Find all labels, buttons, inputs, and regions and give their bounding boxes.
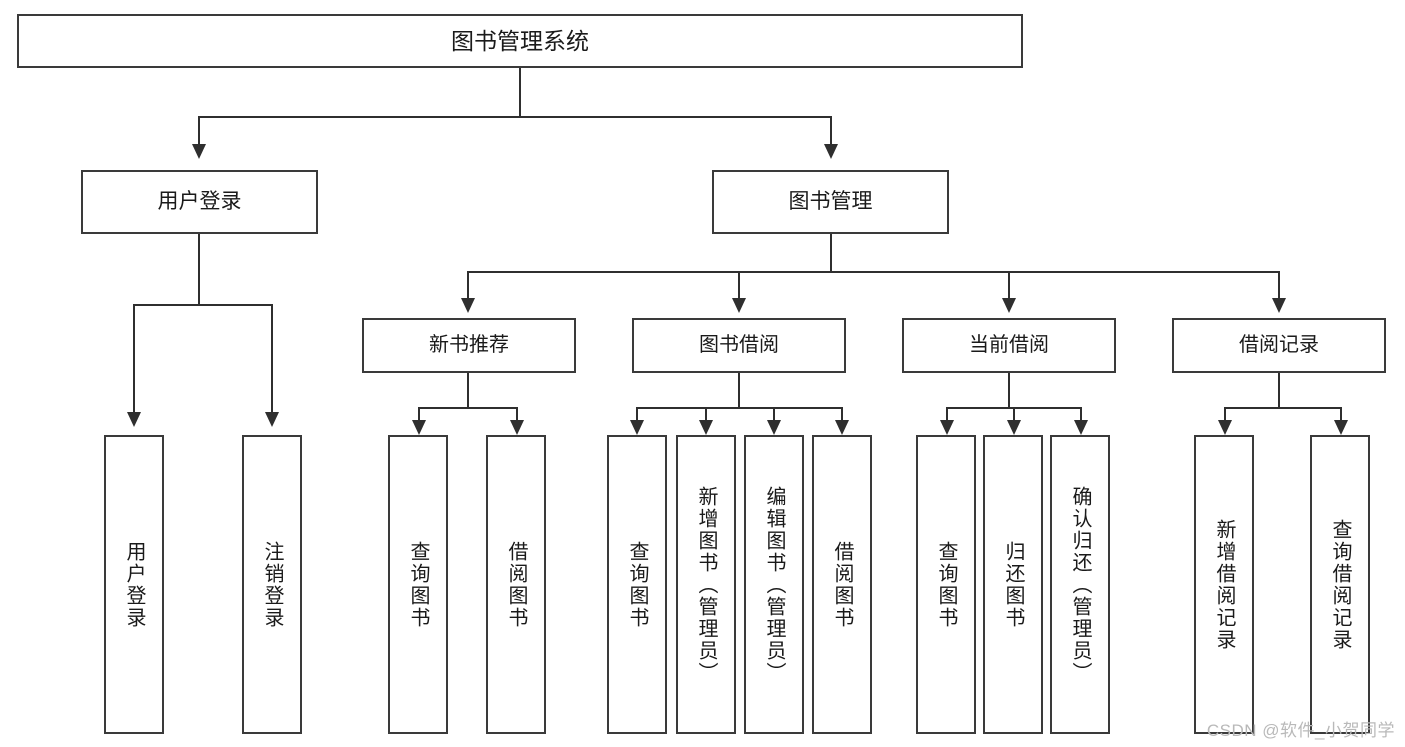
node-root-library-system[interactable]: 图书管理系统 (17, 14, 1023, 68)
node-label: 借阅图书 (505, 540, 527, 629)
leaf-borrow-record-add[interactable]: 新增借阅记录 (1194, 435, 1254, 734)
arrow-user-login-child-2 (265, 412, 279, 427)
connector-book-manage-stem (830, 234, 832, 272)
connector-root-to-user-login (198, 116, 200, 144)
node-label: 新增借阅记录 (1213, 518, 1235, 651)
node-label: 当前借阅 (969, 334, 1049, 356)
connector-book-manage-bar (467, 271, 1279, 273)
arrow-user-login-child-1 (127, 412, 141, 427)
leaf-user-login-login[interactable]: 用户登录 (104, 435, 164, 734)
connector-user-login-bar (133, 304, 272, 306)
connector-book-manage-child-1 (467, 271, 469, 298)
connector-book-manage-child-2 (738, 271, 740, 298)
leaf-book-borrow-add[interactable]: 新增图书（管理员） (676, 435, 736, 734)
connector-new-book-stem (467, 373, 469, 408)
connector-borrow-record-child-2 (1340, 407, 1342, 420)
connector-root-to-book-manage (830, 116, 832, 144)
leaf-current-borrow-query[interactable]: 查询图书 (916, 435, 976, 734)
node-label: 归还图书 (1002, 540, 1024, 629)
node-user-login[interactable]: 用户登录 (81, 170, 318, 234)
leaf-book-borrow-query[interactable]: 查询图书 (607, 435, 667, 734)
leaf-new-book-borrow[interactable]: 借阅图书 (486, 435, 546, 734)
connector-current-borrow-child-1 (946, 407, 948, 420)
connector-book-manage-child-4 (1278, 271, 1280, 298)
connector-book-borrow-stem (738, 373, 740, 408)
node-label: 图书管理系统 (451, 27, 589, 54)
arrow-to-new-book-recommend (461, 298, 475, 313)
arrow-to-current-borrow (1002, 298, 1016, 313)
node-label: 借阅图书 (831, 540, 853, 629)
leaf-new-book-query[interactable]: 查询图书 (388, 435, 448, 734)
arrow-book-borrow-child-1 (630, 420, 644, 435)
node-book-management[interactable]: 图书管理 (712, 170, 949, 234)
node-label: 注销登录 (261, 540, 283, 629)
node-label: 查询借阅记录 (1329, 518, 1351, 651)
arrow-to-book-borrow (732, 298, 746, 313)
arrow-to-borrow-record (1272, 298, 1286, 313)
arrow-current-borrow-child-3 (1074, 420, 1088, 435)
arrow-book-borrow-child-2 (699, 420, 713, 435)
node-label: 编辑图书（管理员） (763, 485, 785, 684)
leaf-book-borrow-borrow[interactable]: 借阅图书 (812, 435, 872, 734)
node-label: 用户登录 (157, 189, 242, 213)
connector-borrow-record-bar (1224, 407, 1342, 409)
node-label: 新书推荐 (429, 334, 509, 356)
connector-new-book-child-1 (418, 407, 420, 420)
connector-book-borrow-child-1 (636, 407, 638, 420)
node-current-borrow[interactable]: 当前借阅 (902, 318, 1116, 373)
node-label: 用户登录 (123, 540, 145, 629)
leaf-borrow-record-query[interactable]: 查询借阅记录 (1310, 435, 1370, 734)
leaf-current-borrow-confirm-return[interactable]: 确认归还（管理员） (1050, 435, 1110, 734)
arrow-book-borrow-child-3 (767, 420, 781, 435)
connector-book-borrow-bar (636, 407, 842, 409)
leaf-book-borrow-edit[interactable]: 编辑图书（管理员） (744, 435, 804, 734)
arrow-borrow-record-child-2 (1334, 420, 1348, 435)
node-label: 确认归还（管理员） (1069, 485, 1091, 684)
arrow-to-user-login (192, 144, 206, 159)
node-label: 查询图书 (935, 540, 957, 629)
arrow-borrow-record-child-1 (1218, 420, 1232, 435)
connector-current-borrow-child-2 (1013, 407, 1015, 420)
node-label: 新增图书（管理员） (695, 485, 717, 684)
arrow-book-borrow-child-4 (835, 420, 849, 435)
connector-root-bar (198, 116, 831, 118)
node-label: 查询图书 (407, 540, 429, 629)
connector-book-borrow-child-4 (841, 407, 843, 420)
node-label: 图书借阅 (699, 334, 779, 356)
connector-book-manage-child-3 (1008, 271, 1010, 298)
connector-new-book-child-2 (516, 407, 518, 420)
node-book-borrow[interactable]: 图书借阅 (632, 318, 846, 373)
leaf-current-borrow-return[interactable]: 归还图书 (983, 435, 1043, 734)
connector-user-login-child-2 (271, 304, 273, 412)
node-borrow-record[interactable]: 借阅记录 (1172, 318, 1386, 373)
leaf-user-login-logout[interactable]: 注销登录 (242, 435, 302, 734)
arrow-new-book-child-2 (510, 420, 524, 435)
connector-borrow-record-stem (1278, 373, 1280, 408)
arrow-current-borrow-child-2 (1007, 420, 1021, 435)
connector-book-borrow-child-3 (773, 407, 775, 420)
connector-user-login-stem (198, 234, 200, 305)
arrow-current-borrow-child-1 (940, 420, 954, 435)
connector-borrow-record-child-1 (1224, 407, 1226, 420)
connector-book-borrow-child-2 (705, 407, 707, 420)
csdn-watermark: CSDN @软件_小贺同学 (1206, 721, 1395, 740)
connector-current-borrow-child-3 (1080, 407, 1082, 420)
connector-user-login-child-1 (133, 304, 135, 412)
arrow-new-book-child-1 (412, 420, 426, 435)
connector-new-book-bar (418, 407, 517, 409)
node-new-book-recommend[interactable]: 新书推荐 (362, 318, 576, 373)
node-label: 图书管理 (788, 189, 873, 213)
node-label: 借阅记录 (1239, 334, 1319, 356)
connector-current-borrow-stem (1008, 373, 1010, 408)
node-label: 查询图书 (626, 540, 648, 629)
arrow-to-book-manage (824, 144, 838, 159)
connector-root-stem (519, 68, 521, 117)
